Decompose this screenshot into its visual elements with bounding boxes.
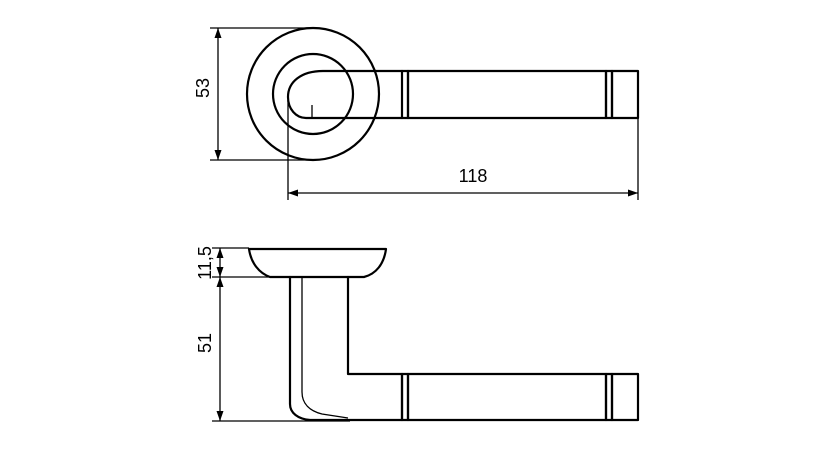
lever-neck	[286, 69, 404, 120]
lever-body-side	[288, 275, 404, 422]
side-view: 11,5 51	[195, 246, 640, 422]
lever-end-cap	[610, 69, 640, 120]
rose-profile	[247, 247, 388, 279]
dim-51-label: 51	[195, 333, 215, 353]
rose-inner-circle	[271, 52, 355, 136]
lever-grip	[406, 69, 608, 120]
dim-118-label: 118	[459, 166, 488, 186]
lever-side-end-cap	[610, 372, 640, 422]
dim-53-label: 53	[193, 78, 213, 98]
top-view: 53 118	[193, 26, 640, 200]
lever-body-inner	[301, 277, 349, 419]
rose-outer-circle	[245, 26, 381, 162]
lever-side-grip	[406, 372, 608, 422]
dim-11-5-label: 11,5	[195, 246, 215, 280]
